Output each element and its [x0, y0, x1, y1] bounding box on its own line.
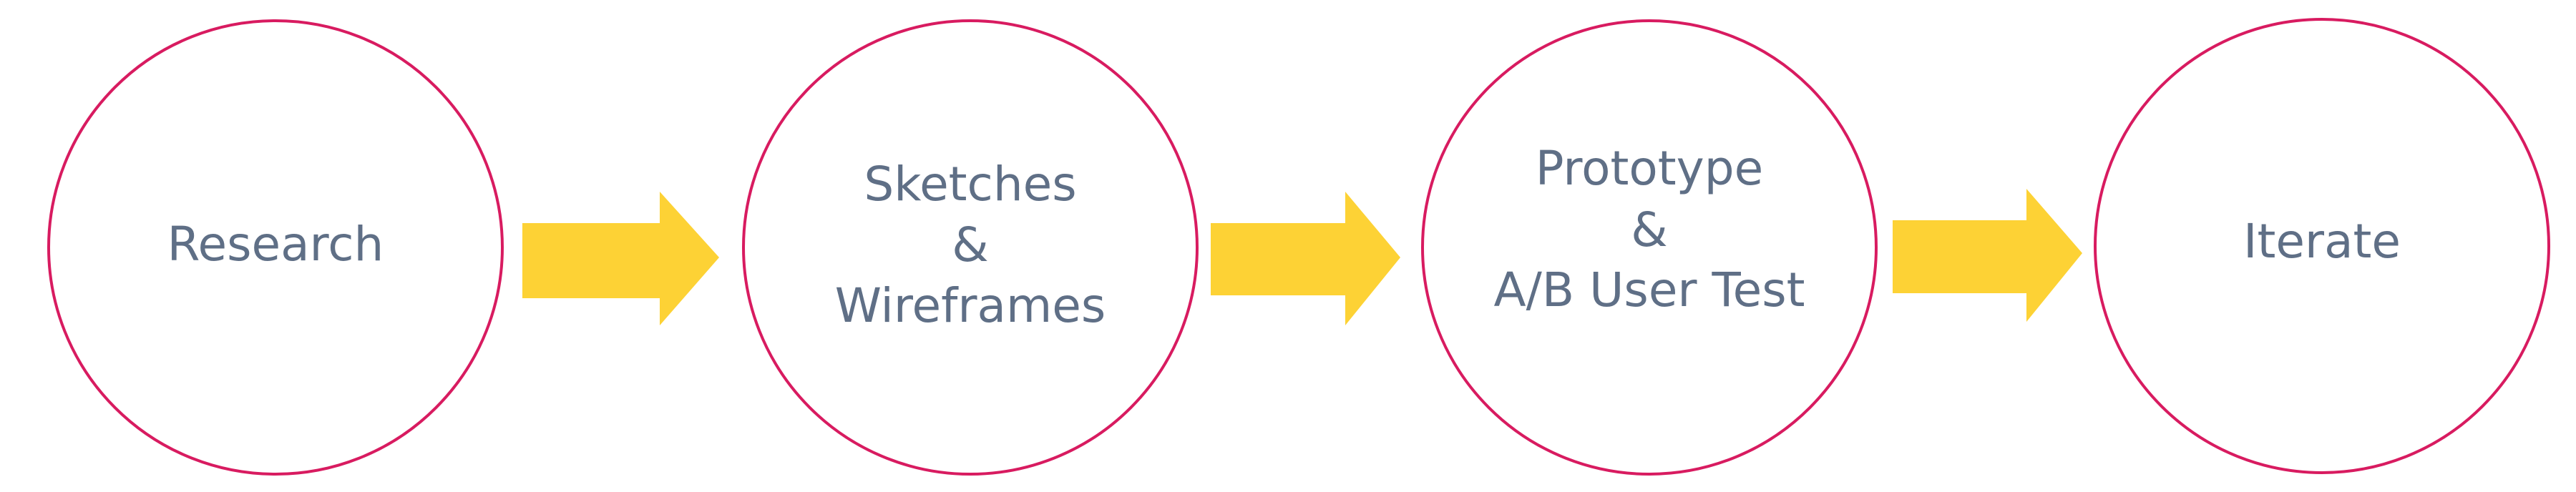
step-label-line: Iterate	[2243, 214, 2401, 269]
step-label-line: &	[952, 217, 988, 272]
step-circle	[2094, 18, 2550, 474]
step-sketches-wireframes: Sketches & Wireframes	[742, 19, 1199, 476]
step-label-line: A/B User Test	[1493, 262, 1805, 318]
step-prototype-ab-test: Prototype & A/B User Test	[1421, 19, 1878, 476]
step-label-line: &	[1631, 202, 1667, 257]
right-arrow-icon	[1893, 189, 2082, 322]
step-circle	[47, 19, 504, 476]
right-arrow-icon	[522, 192, 719, 325]
step-label-line: Research	[167, 217, 384, 272]
step-circle	[742, 19, 1199, 476]
step-label-line: Wireframes	[835, 278, 1106, 333]
step-label-line: Prototype	[1536, 141, 1763, 196]
step-research: Research	[47, 19, 504, 476]
step-circle	[1421, 19, 1878, 476]
step-iterate: Iterate	[2094, 18, 2550, 474]
right-arrow-icon	[1211, 192, 1400, 325]
step-label-line: Sketches	[864, 157, 1076, 212]
